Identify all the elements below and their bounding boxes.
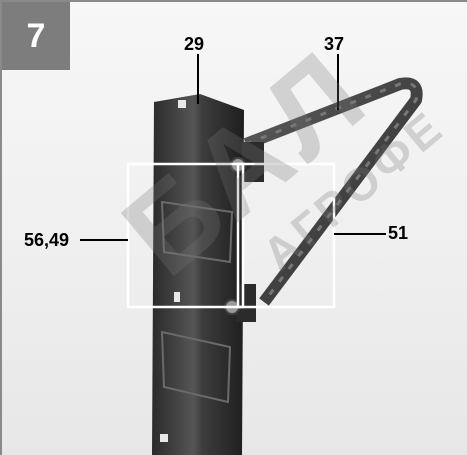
bracket-box-right bbox=[236, 162, 336, 309]
vertical-post bbox=[152, 94, 244, 455]
bracket-box-left bbox=[126, 162, 245, 309]
triangular-arm bbox=[243, 77, 423, 306]
callout-label-37: 37 bbox=[324, 34, 345, 54]
callout-label-29: 29 bbox=[184, 34, 205, 54]
callout-label-51: 51 bbox=[388, 223, 409, 243]
figure-number-badge: 7 bbox=[2, 2, 70, 70]
callout-label-56-49: 56,49 bbox=[24, 230, 70, 250]
